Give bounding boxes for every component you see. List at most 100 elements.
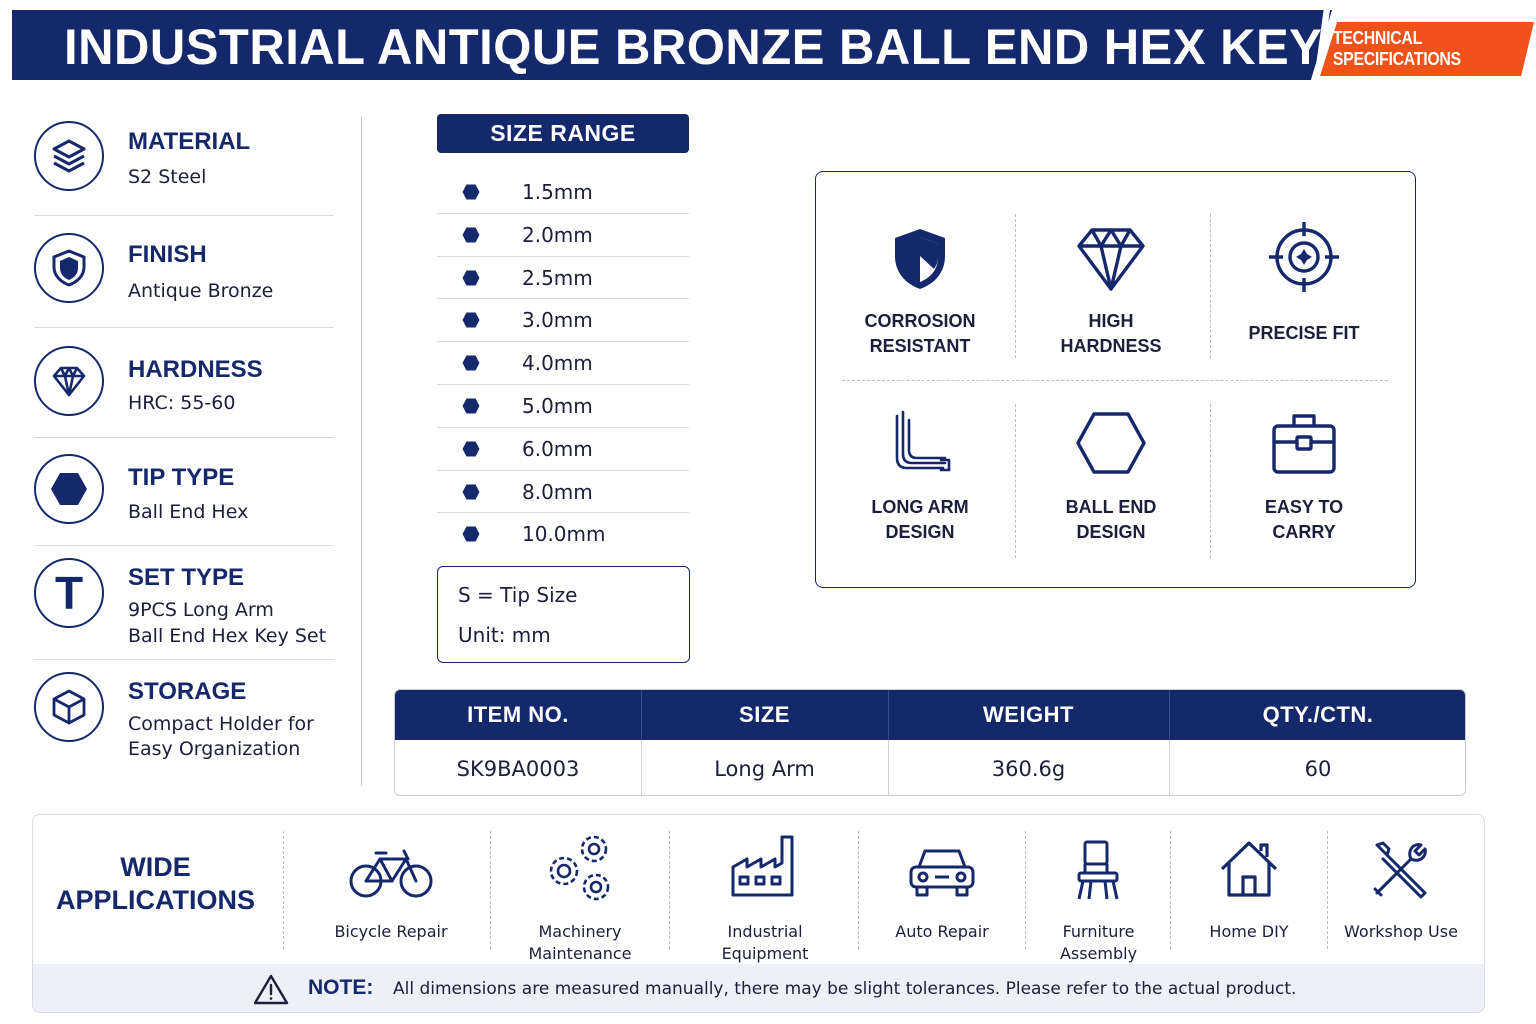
feature-label-line2: CARRY	[1272, 522, 1336, 542]
hex-bullet-icon	[462, 398, 480, 414]
hex-bullet-icon	[462, 355, 480, 371]
feature-label-line2: HARDNESS	[1060, 336, 1162, 356]
spec-value-line2: Easy Organization	[128, 738, 301, 760]
factory-icon	[731, 835, 794, 897]
header-banner: INDUSTRIAL ANTIQUE BRONZE BALL END HEX K…	[12, 10, 1534, 80]
spec-value-line2: Ball End Hex Key Set	[128, 625, 327, 647]
feature-easy-to-carry: EASY TO CARRY	[1214, 408, 1394, 558]
spec-value: S2 Steel	[128, 166, 207, 188]
spec-material: MATERIAL S2 Steel	[34, 112, 334, 216]
size-row: 2.0mm	[437, 214, 689, 257]
features-panel: CORROSION RESISTANT HIGH HARDNESS PRECIS…	[815, 171, 1416, 588]
header-tag-label: TECHNICAL SPECIFICATIONS	[1332, 28, 1461, 69]
feature-ball-end-design: BALL END DESIGN	[1021, 408, 1201, 558]
feature-divider	[1015, 214, 1016, 358]
table-header-cell: ITEM NO.	[467, 702, 569, 727]
applications-title: WIDE APPLICATIONS	[33, 851, 278, 917]
size-list: 1.5mm 2.0mm 2.5mm 3.0mm 4.0mm 5.0mm 6.0m…	[437, 171, 689, 556]
applications-title-line1: WIDE	[120, 852, 191, 882]
product-table: ITEM NO. SIZE WEIGHT QTY./CTN. SK9BA0003…	[394, 689, 1466, 796]
size-value: 5.0mm	[522, 393, 593, 418]
table-header	[395, 690, 1465, 740]
hex-bullet-icon	[462, 184, 480, 200]
size-row: 6.0mm	[437, 428, 689, 471]
table-header-cell: QTY./CTN.	[1262, 702, 1374, 727]
spec-label: TIP TYPE	[128, 464, 235, 491]
size-row: 8.0mm	[437, 471, 689, 514]
table-cell-item-no: SK9BA0003	[456, 756, 580, 781]
note-label: NOTE:	[308, 976, 374, 999]
shield-icon	[895, 229, 945, 289]
table-divider	[1169, 690, 1170, 740]
car-icon	[909, 849, 975, 897]
feature-divider	[1015, 404, 1016, 558]
spec-label: FINISH	[128, 241, 207, 268]
size-row: 5.0mm	[437, 385, 689, 428]
layers-icon	[34, 121, 104, 191]
letter-t-glyph: T	[54, 567, 84, 619]
feature-label-line2: DESIGN	[885, 522, 955, 542]
table-cell-weight: 360.6g	[991, 756, 1066, 781]
feature-label-line1: LONG ARM	[871, 497, 969, 517]
app-label: Workshop Use	[1344, 922, 1458, 941]
spec-value: HRC: 55-60	[128, 392, 236, 414]
hex-keys-icon	[895, 410, 951, 472]
spec-value: Ball End Hex	[128, 501, 249, 523]
table-cell-size: Long Arm	[714, 756, 815, 781]
table-header-cell: SIZE	[739, 702, 790, 727]
spec-label: HARDNESS	[128, 356, 263, 383]
spec-set-type: T SET TYPE 9PCS Long Arm Ball End Hex Ke…	[34, 546, 334, 660]
size-row: 1.5mm	[437, 171, 689, 214]
cube-icon	[34, 672, 104, 742]
table-divider	[1169, 740, 1170, 795]
feature-corrosion-resistant: CORROSION RESISTANT	[830, 224, 1010, 364]
size-value: 4.0mm	[522, 351, 593, 376]
feature-divider	[1210, 214, 1211, 358]
feature-precise-fit: PRECISE FIT	[1214, 222, 1394, 364]
feature-divider	[1210, 404, 1211, 558]
gears-icon	[549, 835, 610, 901]
app-home-diy: Home DIY	[1171, 831, 1327, 961]
app-divider	[858, 831, 859, 949]
app-label-line1: Machinery	[538, 922, 622, 941]
app-label-line1: Furniture	[1062, 922, 1135, 941]
shield-icon	[34, 233, 104, 303]
table-divider	[888, 690, 889, 740]
app-label-line1: Industrial	[727, 922, 803, 941]
spec-value: Antique Bronze	[128, 280, 274, 302]
page-title: INDUSTRIAL ANTIQUE BRONZE BALL END HEX K…	[64, 19, 1433, 75]
size-value: 2.0mm	[522, 222, 593, 247]
app-label-line2: Assembly	[1059, 944, 1138, 963]
hex-bullet-icon	[462, 270, 480, 286]
spec-hardness: HARDNESS HRC: 55-60	[34, 328, 334, 438]
size-value: 1.5mm	[522, 180, 593, 204]
size-value: 10.0mm	[522, 522, 606, 547]
applications-title-line2: APPLICATIONS	[55, 885, 255, 915]
spec-label: MATERIAL	[128, 128, 251, 155]
app-divider	[1025, 831, 1026, 949]
hex-bullet-icon	[462, 484, 480, 500]
table-cell-qty: 60	[1304, 756, 1332, 781]
feature-label-line1: EASY TO	[1264, 497, 1344, 517]
app-label-line2: Equipment	[721, 944, 809, 963]
app-auto-repair: Auto Repair	[859, 831, 1025, 961]
table-divider	[888, 740, 889, 795]
table-divider	[641, 690, 642, 740]
app-divider	[1170, 831, 1171, 949]
app-industrial-equipment: Industrial Equipment	[670, 831, 860, 963]
spec-tip-type: TIP TYPE Ball End Hex	[34, 438, 334, 546]
app-workshop-use: Workshop Use	[1328, 831, 1474, 961]
size-value: 2.5mm	[522, 265, 593, 290]
app-label: Auto Repair	[895, 922, 989, 941]
app-divider	[283, 831, 284, 949]
size-row: 3.0mm	[437, 299, 689, 343]
letter-t-icon: T	[34, 558, 104, 628]
case-icon	[1272, 414, 1336, 474]
note-bar: NOTE: All dimensions are measured manual…	[33, 964, 1484, 1012]
app-furniture-assembly: Furniture Assembly	[1026, 831, 1171, 963]
feature-label-line2: DESIGN	[1076, 522, 1146, 542]
size-range-title: SIZE RANGE	[437, 114, 689, 153]
spec-label: STORAGE	[128, 678, 247, 705]
hex-bullet-icon	[462, 312, 480, 328]
header-bar	[12, 10, 1332, 80]
